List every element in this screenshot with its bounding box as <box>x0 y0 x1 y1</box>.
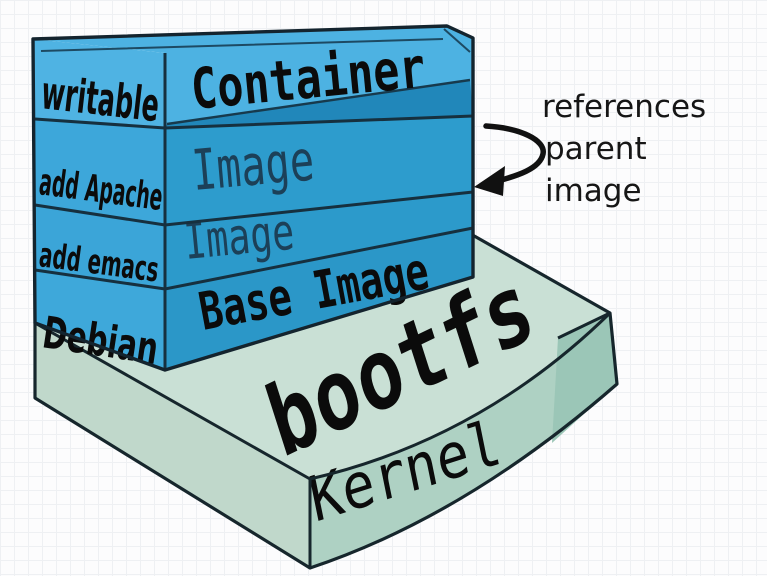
container-floor-edge <box>166 78 471 126</box>
image-layer-stack: writable add Apache add emacs Debian Con… <box>31 24 475 375</box>
annotation-line-1: references <box>542 89 706 125</box>
stack-outline <box>31 24 475 372</box>
platform-right-end-face <box>552 313 617 443</box>
curved-arrow-head-icon <box>474 166 505 196</box>
annotation-line-2: parent <box>545 131 647 167</box>
layer-debian-side-face <box>35 270 165 370</box>
curved-arrow-icon <box>483 123 546 184</box>
references-annotation: references parent image <box>474 89 706 209</box>
annotation-line-3: image <box>545 173 642 209</box>
container-inner-rim-lines <box>40 28 471 53</box>
platform-edge-lines <box>34 311 612 568</box>
platform-kernel-face <box>310 313 617 568</box>
layer-base-image-front-face <box>165 228 473 370</box>
layer-emacs-side-face <box>35 205 165 289</box>
layer-image1-front-face <box>165 116 473 225</box>
layer-image2-front-face <box>165 192 473 289</box>
container-floor <box>165 80 473 128</box>
layer-writable-side-face <box>33 39 165 128</box>
platform-outline <box>33 155 619 570</box>
platform-front-left-face <box>35 323 310 568</box>
image1-front-label: Image <box>190 129 317 204</box>
layer-apache-side-face <box>35 119 165 225</box>
